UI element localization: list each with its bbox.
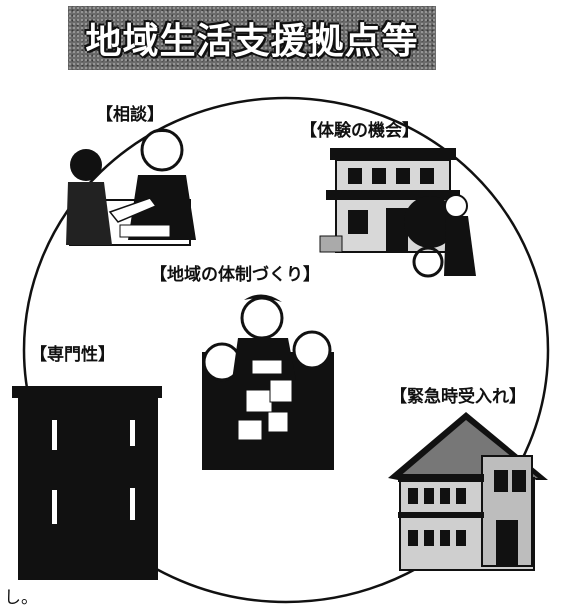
- label-community-system: 【地域の体制づくり】: [150, 265, 320, 285]
- label-expertise: 【専門性】: [30, 345, 115, 365]
- group-home-illustration: [319, 148, 476, 278]
- label-consultation: 【相談】: [96, 105, 164, 125]
- text-fragment: し。: [4, 588, 38, 608]
- consultation-illustration: [66, 128, 196, 246]
- title-banner: 地域生活支援拠点等: [68, 6, 436, 70]
- label-experience-opportunity: 【体験の機会】: [300, 121, 419, 141]
- page-title: 地域生活支援拠点等: [85, 21, 419, 62]
- meeting-group-illustration: [202, 294, 334, 470]
- cycle-circle: [22, 96, 550, 604]
- office-building-illustration: [12, 386, 162, 580]
- house-illustration: [388, 412, 548, 571]
- label-emergency-acceptance: 【緊急時受入れ】: [390, 387, 526, 407]
